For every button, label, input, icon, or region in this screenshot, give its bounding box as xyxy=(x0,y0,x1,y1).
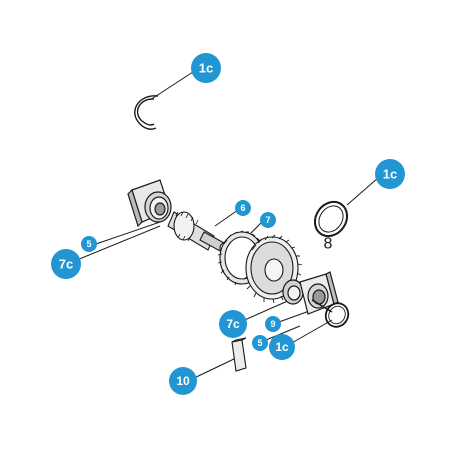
callout-10-text: 10 xyxy=(176,374,190,388)
callout-5-bottom-text: 5 xyxy=(257,338,262,348)
callout-5-bottom[interactable]: 5 xyxy=(252,335,268,351)
bearing-plate-right xyxy=(282,271,339,315)
o-ring-right xyxy=(313,200,349,238)
callout-7c-bottom-text: 7c xyxy=(226,317,240,331)
callout-6[interactable]: 6 xyxy=(235,200,251,216)
callout-7c-left-text: 7c xyxy=(59,257,73,272)
callout-5-left-text: 5 xyxy=(86,239,91,249)
callout-10[interactable]: 10 xyxy=(169,367,197,395)
callout-9[interactable]: 9 xyxy=(265,316,281,332)
callout-5-left[interactable]: 5 xyxy=(81,236,97,252)
callout-7c-left[interactable]: 7c xyxy=(51,249,81,279)
o-ring-small xyxy=(324,302,350,328)
callout-7-text: 7 xyxy=(265,215,270,225)
callout-1c-top[interactable]: 1c xyxy=(191,53,221,83)
pinion-shaft xyxy=(167,211,229,254)
callout-6-text: 6 xyxy=(240,203,245,213)
callout-1c-bottom[interactable]: 1c xyxy=(269,334,295,360)
spur-gear xyxy=(217,230,303,304)
callout-9-text: 9 xyxy=(270,319,275,329)
key xyxy=(231,337,247,372)
callout-1c-top-text: 1c xyxy=(199,61,213,76)
callout-1c-bottom-text: 1c xyxy=(275,340,289,354)
callout-1c-right[interactable]: 1c xyxy=(375,159,405,189)
leader-lines xyxy=(71,69,379,381)
callout-7c-bottom[interactable]: 7c xyxy=(219,310,247,338)
circlip-top xyxy=(134,95,159,130)
callout-7[interactable]: 7 xyxy=(260,212,276,228)
label-8: 8 xyxy=(324,236,333,253)
callout-1c-right-text: 1c xyxy=(383,167,397,182)
bearing-plate-left xyxy=(127,179,172,228)
